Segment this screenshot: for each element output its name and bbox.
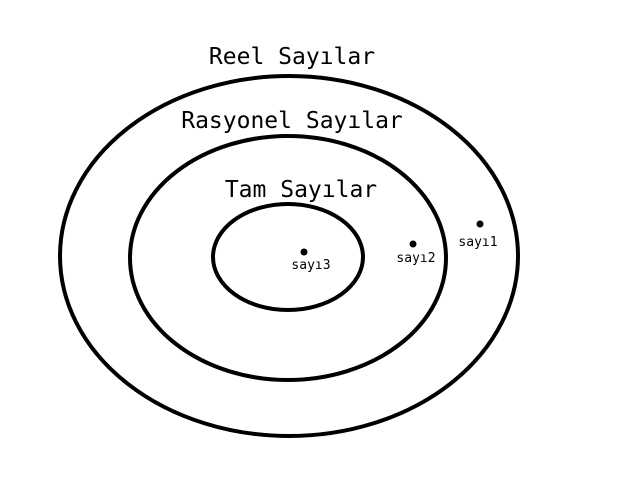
- point-sayi1-marker: [476, 220, 484, 228]
- point-sayi3-label: sayı3: [291, 258, 330, 273]
- integers-set-ellipse: [211, 202, 365, 312]
- integers-set-label: Tam Sayılar: [225, 177, 377, 203]
- point-sayi2-label: sayı2: [396, 251, 435, 266]
- reals-set-ellipse: [58, 74, 520, 438]
- point-sayi1-label: sayı1: [458, 235, 497, 250]
- rationals-set-label: Rasyonel Sayılar: [181, 108, 403, 134]
- point-sayi3-marker: [300, 248, 308, 256]
- reals-set-label: Reel Sayılar: [209, 44, 375, 70]
- point-sayi2-marker: [409, 240, 417, 248]
- rationals-set-ellipse: [128, 134, 448, 382]
